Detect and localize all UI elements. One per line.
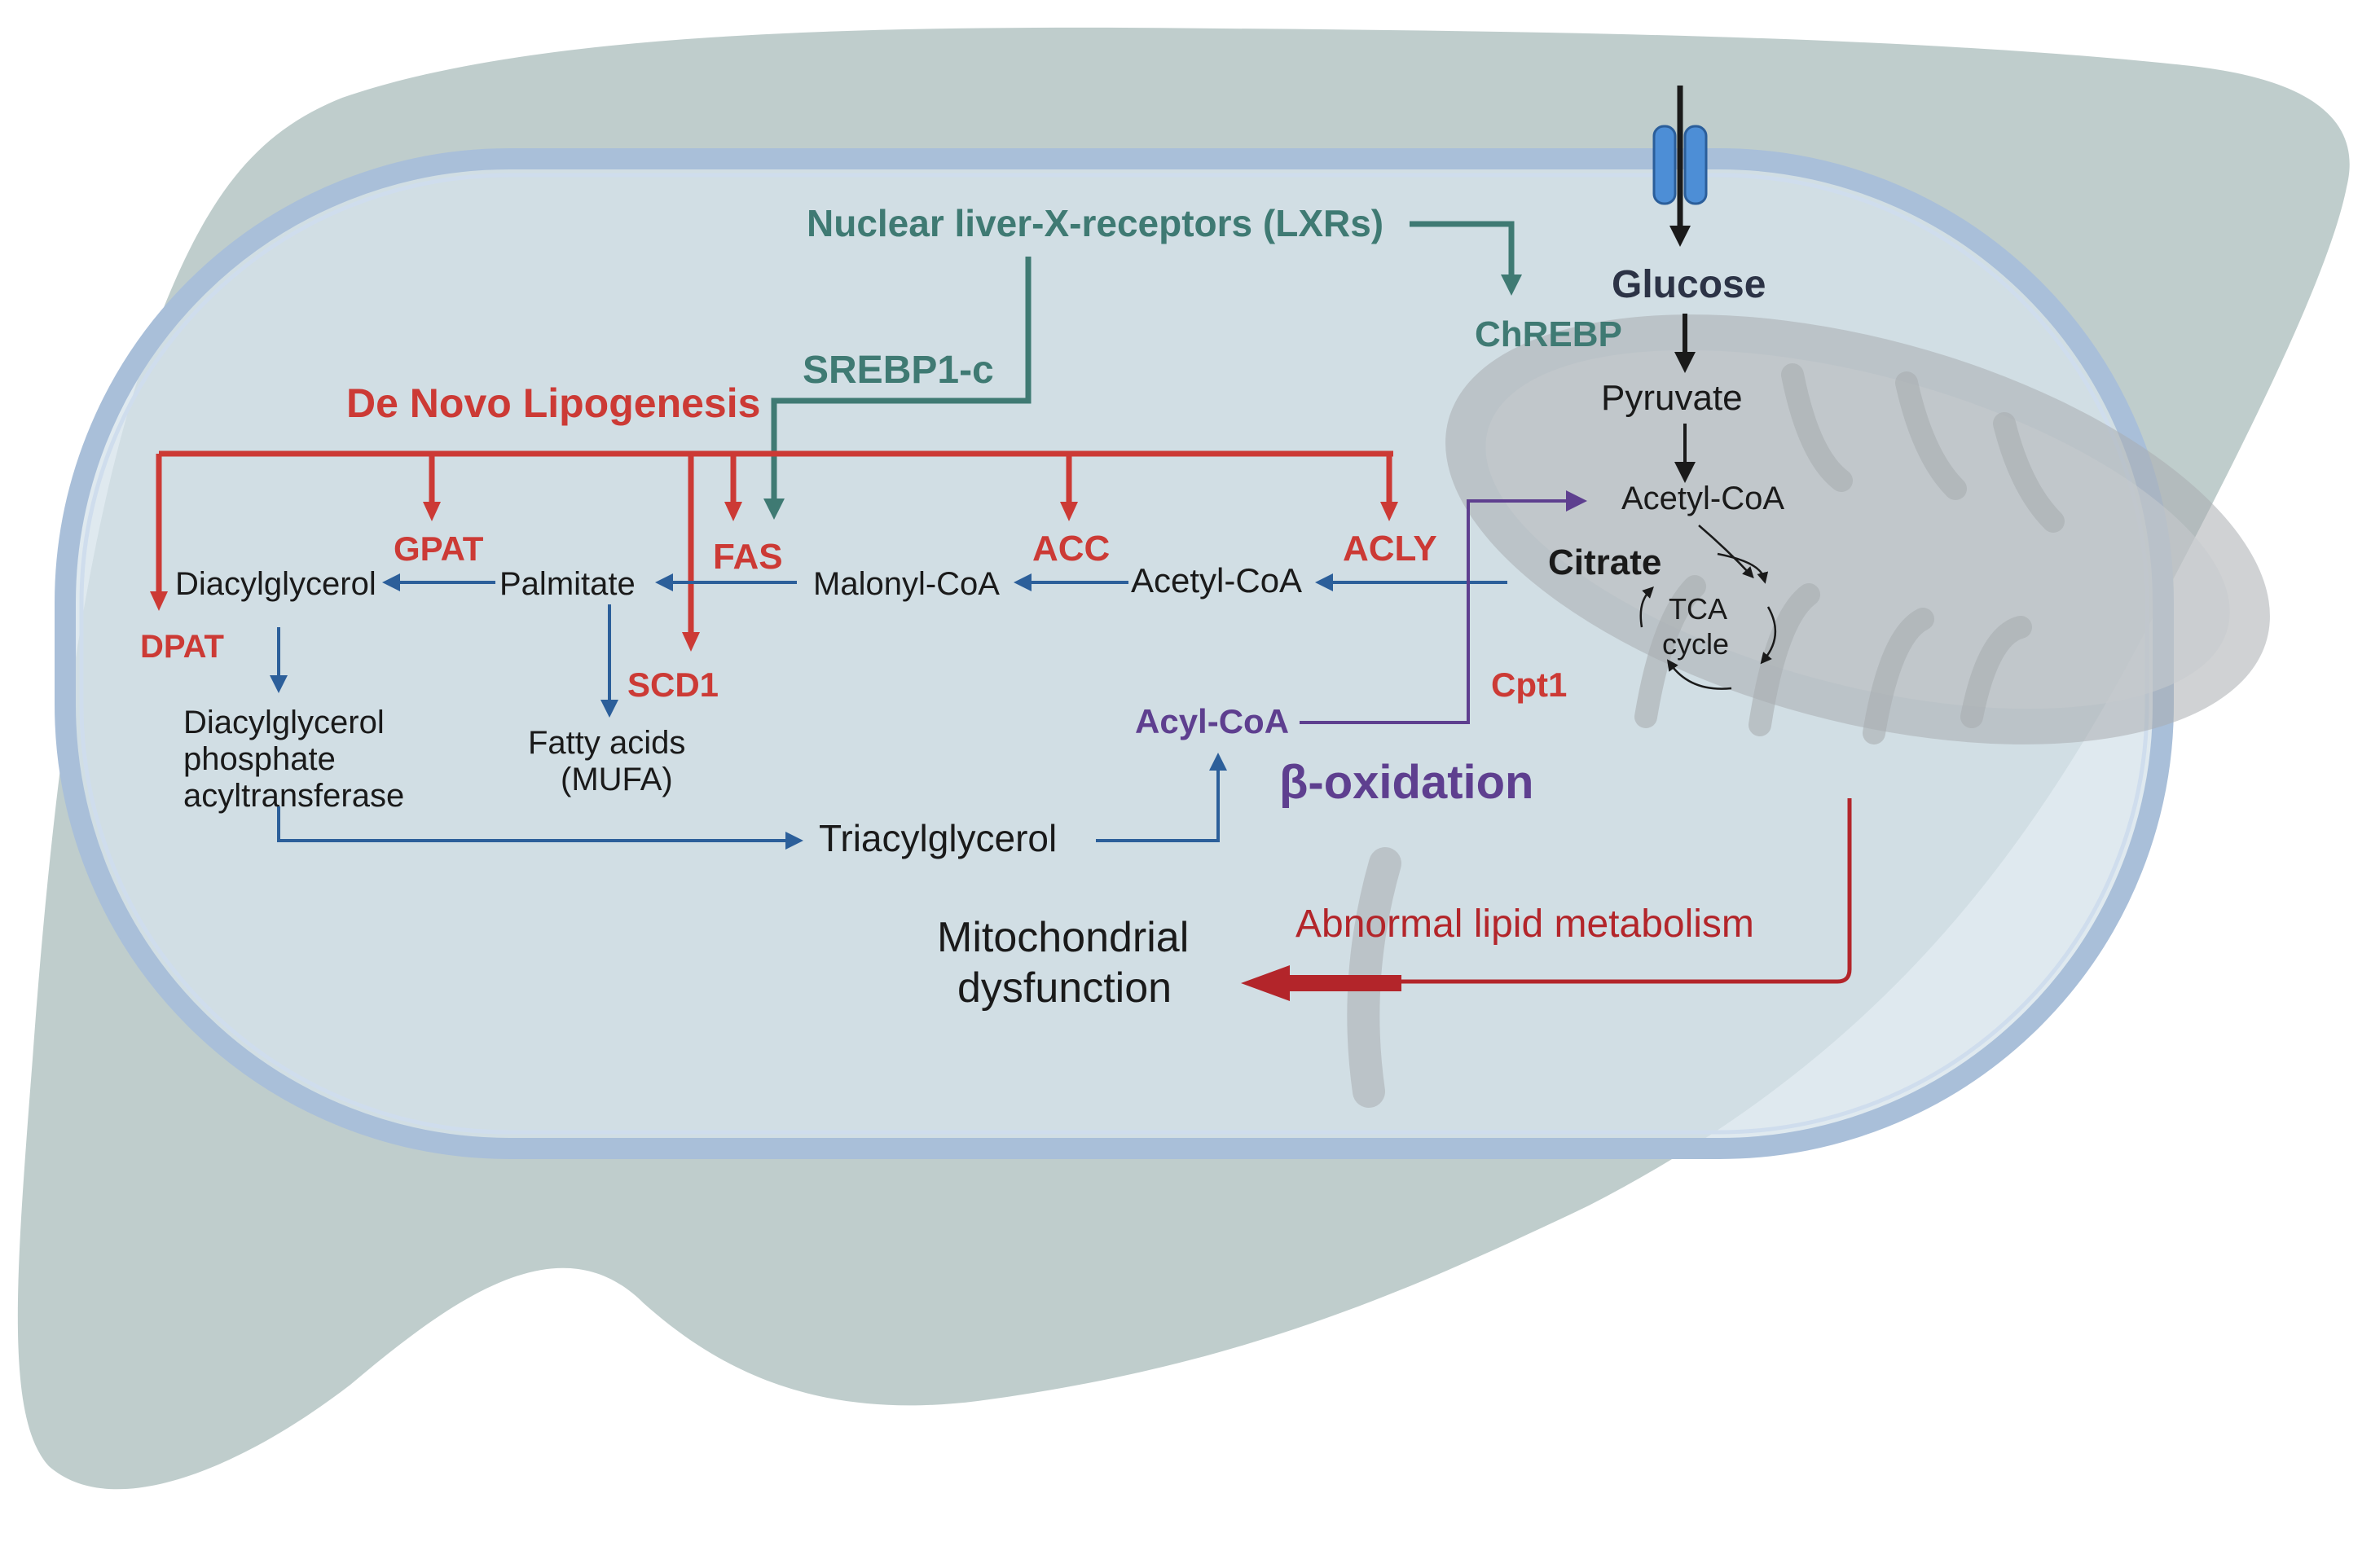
lxrs-label: Nuclear liver-X-receptors (LXRs) xyxy=(807,202,1383,244)
gpat-label: GPAT xyxy=(394,529,484,568)
acc-label: ACC xyxy=(1032,529,1110,569)
triacylglycerol-label: Triacylglycerol xyxy=(819,817,1057,859)
palmitate-label: Palmitate xyxy=(499,566,636,602)
chrebp-label: ChREBP xyxy=(1475,314,1622,354)
tca-label-line1: TCA xyxy=(1669,592,1727,626)
srebp-label: SREBP1-c xyxy=(803,349,994,392)
fatty-acids-label-line1: Fatty acids xyxy=(528,725,685,761)
citrate-label: Citrate xyxy=(1548,542,1661,582)
scd1-label: SCD1 xyxy=(627,665,719,704)
fatty-acids-label-line2: (MUFA) xyxy=(561,762,673,797)
pyruvate-label: Pyruvate xyxy=(1601,378,1743,418)
abnormal-lipid-label: Abnormal lipid metabolism xyxy=(1295,903,1754,946)
dgat-label-line3: acyltransferase xyxy=(183,778,404,814)
cpt1-label: Cpt1 xyxy=(1491,665,1567,704)
dpat-label: DPAT xyxy=(140,629,224,665)
dgat-label-line2: phosphate xyxy=(183,741,336,777)
malonyl-coa-label: Malonyl-CoA xyxy=(813,566,1000,602)
dgat-label-line1: Diacylglycerol xyxy=(183,705,385,740)
dnl-label: De Novo Lipogenesis xyxy=(346,380,760,426)
acetyl-coa-label: Acetyl-CoA xyxy=(1131,561,1302,600)
diacylglycerol-label: Diacylglycerol xyxy=(175,566,376,602)
mito-dysfunction-label-line1: Mitochondrial xyxy=(937,914,1189,961)
acly-label: ACLY xyxy=(1343,529,1437,569)
glucose-channel-icon xyxy=(1652,125,1708,205)
tca-label-line2: cycle xyxy=(1662,627,1729,661)
acetyl-coa-mito-label: Acetyl-CoA xyxy=(1621,481,1784,516)
mitochondrion xyxy=(1347,314,2270,1108)
glucose-label: Glucose xyxy=(1612,263,1766,306)
beta-oxidation-label: β-oxidation xyxy=(1279,756,1534,809)
acyl-coa-label: Acyl-CoA xyxy=(1135,702,1289,740)
mito-dysfunction-label-line2: dysfunction xyxy=(957,964,1172,1012)
fas-label: FAS xyxy=(713,537,783,577)
